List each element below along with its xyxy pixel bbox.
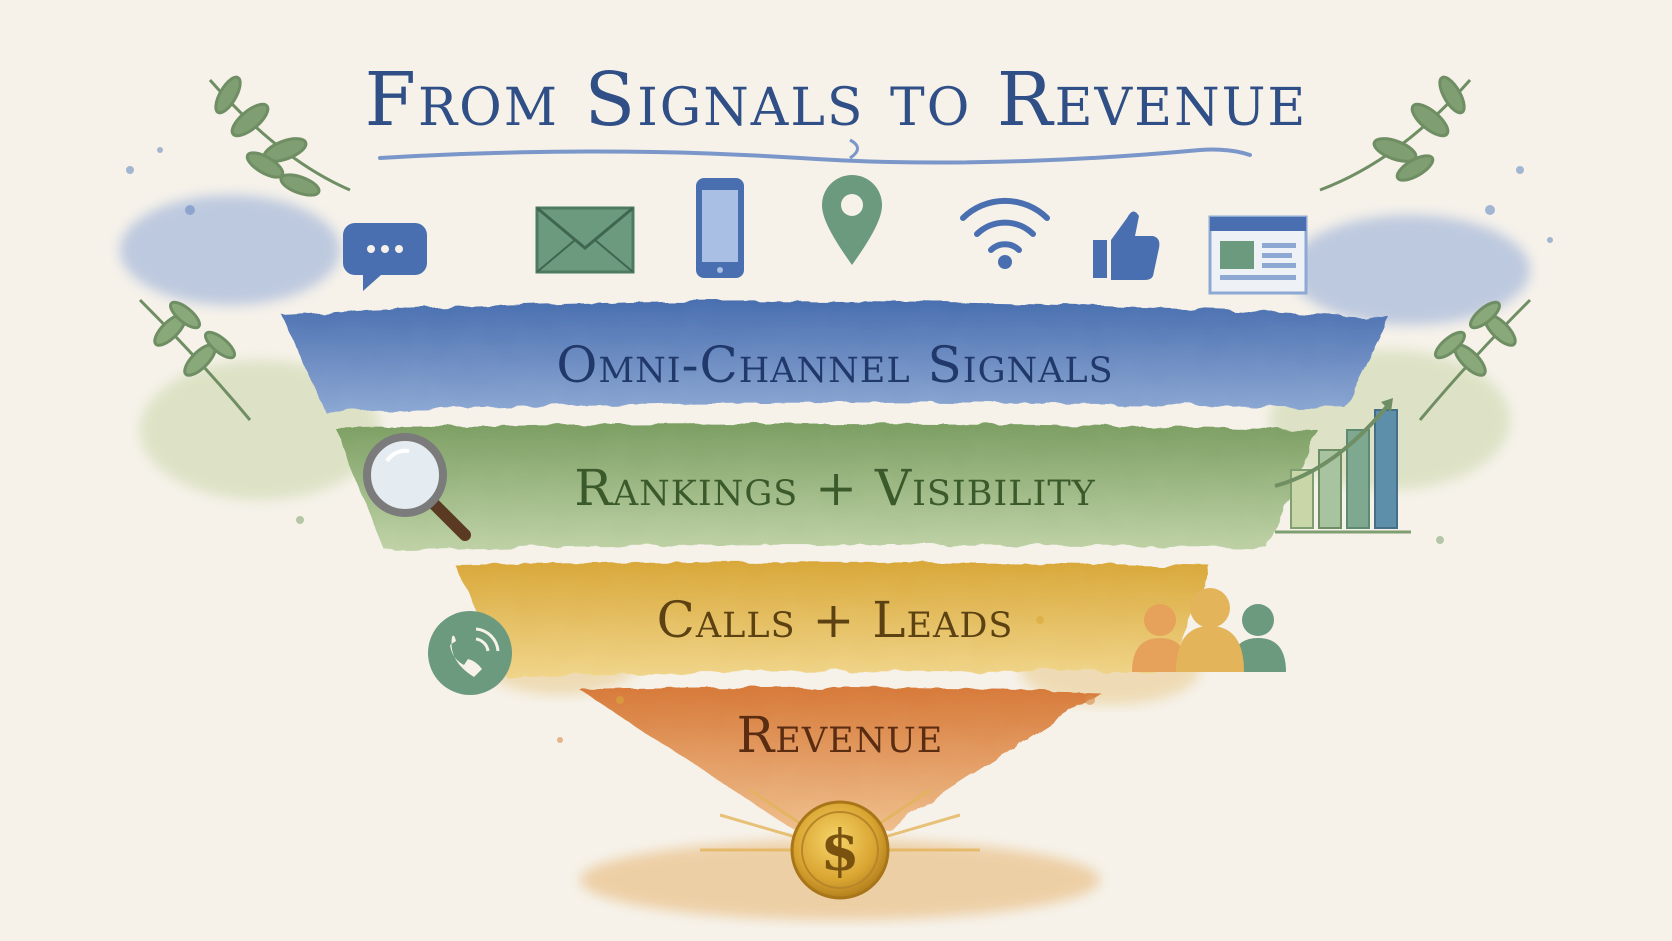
leaf-sprig-left-top [208, 75, 351, 197]
funnel-tier-1: Omni-Channel Signals [282, 300, 1390, 412]
envelope-icon [535, 206, 635, 274]
leaf-sprig-left-mid [138, 298, 252, 421]
smartphone-icon [696, 178, 744, 278]
leaf-sprig-right-top [1319, 75, 1472, 192]
coin-symbol: $ [821, 818, 860, 884]
growth-chart-icon [1274, 398, 1411, 534]
magnifying-glass-icon [363, 433, 471, 541]
chat-bubble-icon [343, 223, 427, 291]
location-pin-icon [822, 175, 882, 265]
thumbs-up-icon [1093, 211, 1160, 280]
wifi-icon [960, 197, 1050, 269]
funnel: Omni-Channel Signals Rankings + Visibili… [282, 300, 1390, 843]
browser-window-icon [1208, 215, 1308, 295]
page-title: From Signals to Revenue [365, 57, 1308, 143]
funnel-tier-3: Calls + Leads [455, 561, 1210, 676]
flourish-curl [849, 138, 859, 160]
leaf-sprig-right-mid [1418, 298, 1532, 421]
funnel-tier-2: Rankings + Visibility [335, 423, 1318, 550]
tier-label: Calls + Leads [657, 591, 1014, 649]
funnel-tier-4: Revenue [580, 687, 1100, 843]
paint-dots [126, 147, 1553, 743]
people-group-icon [1132, 588, 1286, 672]
tier-label: Omni-Channel Signals [556, 336, 1113, 394]
tier-label: Revenue [737, 706, 944, 764]
title-underline-flourish [378, 147, 1252, 165]
tier-label: Rankings + Visibility [574, 459, 1096, 517]
phone-call-icon [428, 611, 512, 695]
dollar-coin-icon: $ [790, 800, 890, 900]
